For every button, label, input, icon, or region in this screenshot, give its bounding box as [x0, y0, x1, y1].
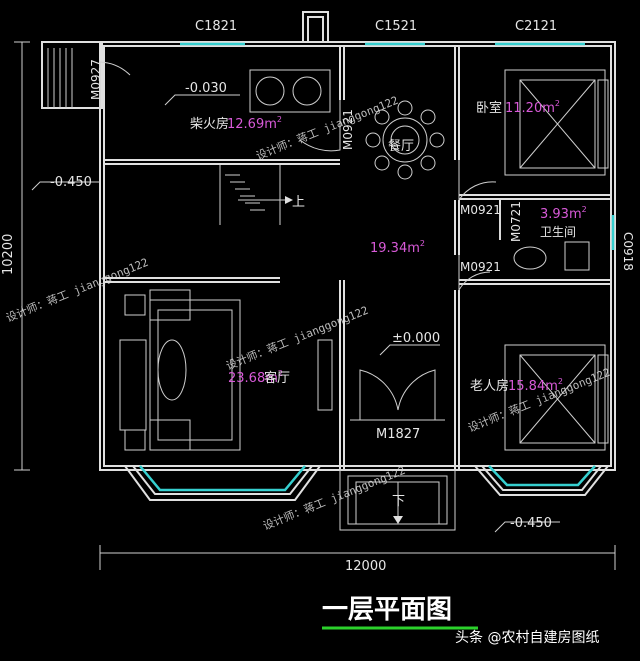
door-label-m0927: M0927 — [89, 59, 103, 100]
doors — [99, 61, 501, 421]
door-m0921-elder — [458, 255, 491, 292]
elevation-entrance: ±0.000 — [392, 331, 440, 346]
door-label-m0921-dining: M0921 — [341, 109, 355, 150]
elevation-bottom-right: -0.450 — [510, 516, 552, 531]
room-area-bedroom: 11.20m2 — [505, 99, 560, 116]
dimension-height: 10200 — [1, 234, 16, 275]
sofa — [119, 339, 147, 431]
door-m0927 — [99, 61, 131, 108]
door-m1827-right — [397, 369, 436, 420]
elder-bed — [504, 344, 606, 451]
furniture — [119, 69, 609, 451]
room-area-bath: 3.93m2 — [540, 205, 587, 222]
bedroom-bed — [504, 69, 606, 176]
elevation-marks — [31, 94, 560, 533]
watermark: 设计师：蒋工 jianggong122 — [261, 464, 407, 533]
windows — [180, 42, 615, 250]
door-label-m1827: M1827 — [376, 427, 420, 442]
door-label-m0921-elder: M0921 — [460, 260, 501, 274]
room-name-utility: 柴火房 — [190, 116, 229, 132]
dimension-lines — [14, 41, 616, 570]
door-m0921-bedroom — [458, 160, 497, 202]
window-label-c1521: C1521 — [375, 19, 417, 34]
room-name-bath: 卫生间 — [540, 225, 576, 239]
watermark: 设计师：蒋工 jianggong122 — [224, 304, 370, 373]
room-area-elder: 15.84m2 — [508, 377, 563, 394]
door-m1827-left — [359, 369, 399, 420]
watermark: 设计师：蒋工 jianggong122 — [4, 256, 150, 325]
room-area-living: 23.68m2 — [228, 369, 283, 386]
title-block: 一层平面图 头条 @农村自建房图纸 — [322, 595, 599, 646]
room-name-dining: 餐厅 — [388, 138, 414, 154]
room-area-utility: 12.69m2 — [227, 115, 282, 132]
tv-cabinet — [317, 339, 333, 411]
room-name-bedroom: 卧室 — [476, 100, 502, 116]
window-label-c1821: C1821 — [195, 19, 237, 34]
door-m0921-dining — [299, 100, 341, 152]
room-name-living: 客厅 — [264, 370, 290, 386]
stairs-down-label: 下 — [392, 494, 405, 509]
living-rug — [149, 299, 241, 451]
window-label-c0918: C0918 — [621, 232, 635, 271]
door-label-m0921-bedroom: M0921 — [460, 203, 501, 217]
entrance-steps — [339, 469, 456, 531]
door-label-m0721: M0721 — [509, 201, 523, 242]
dimension-width: 12000 — [345, 559, 386, 574]
room-name-elder: 老人房 — [470, 378, 509, 394]
elevation-utility: -0.030 — [185, 81, 227, 96]
dining-table — [382, 117, 428, 163]
coffee-table — [157, 339, 187, 401]
credit-text: 头条 @农村自建房图纸 — [455, 629, 599, 646]
elevation-left: -0.450 — [50, 175, 92, 190]
window-label-c2121: C2121 — [515, 19, 557, 34]
stairs — [225, 174, 293, 211]
watermark: 设计师：蒋工 jianggong122 — [466, 366, 612, 435]
labels: C1821 C1521 C2121 C0918 M0927 M0921 M092… — [1, 19, 635, 574]
stairs-up-label: 上 — [292, 195, 305, 210]
plan-title: 一层平面图 — [322, 595, 452, 625]
bay-windows — [124, 465, 609, 501]
room-area-hall: 19.34m2 — [370, 239, 425, 256]
